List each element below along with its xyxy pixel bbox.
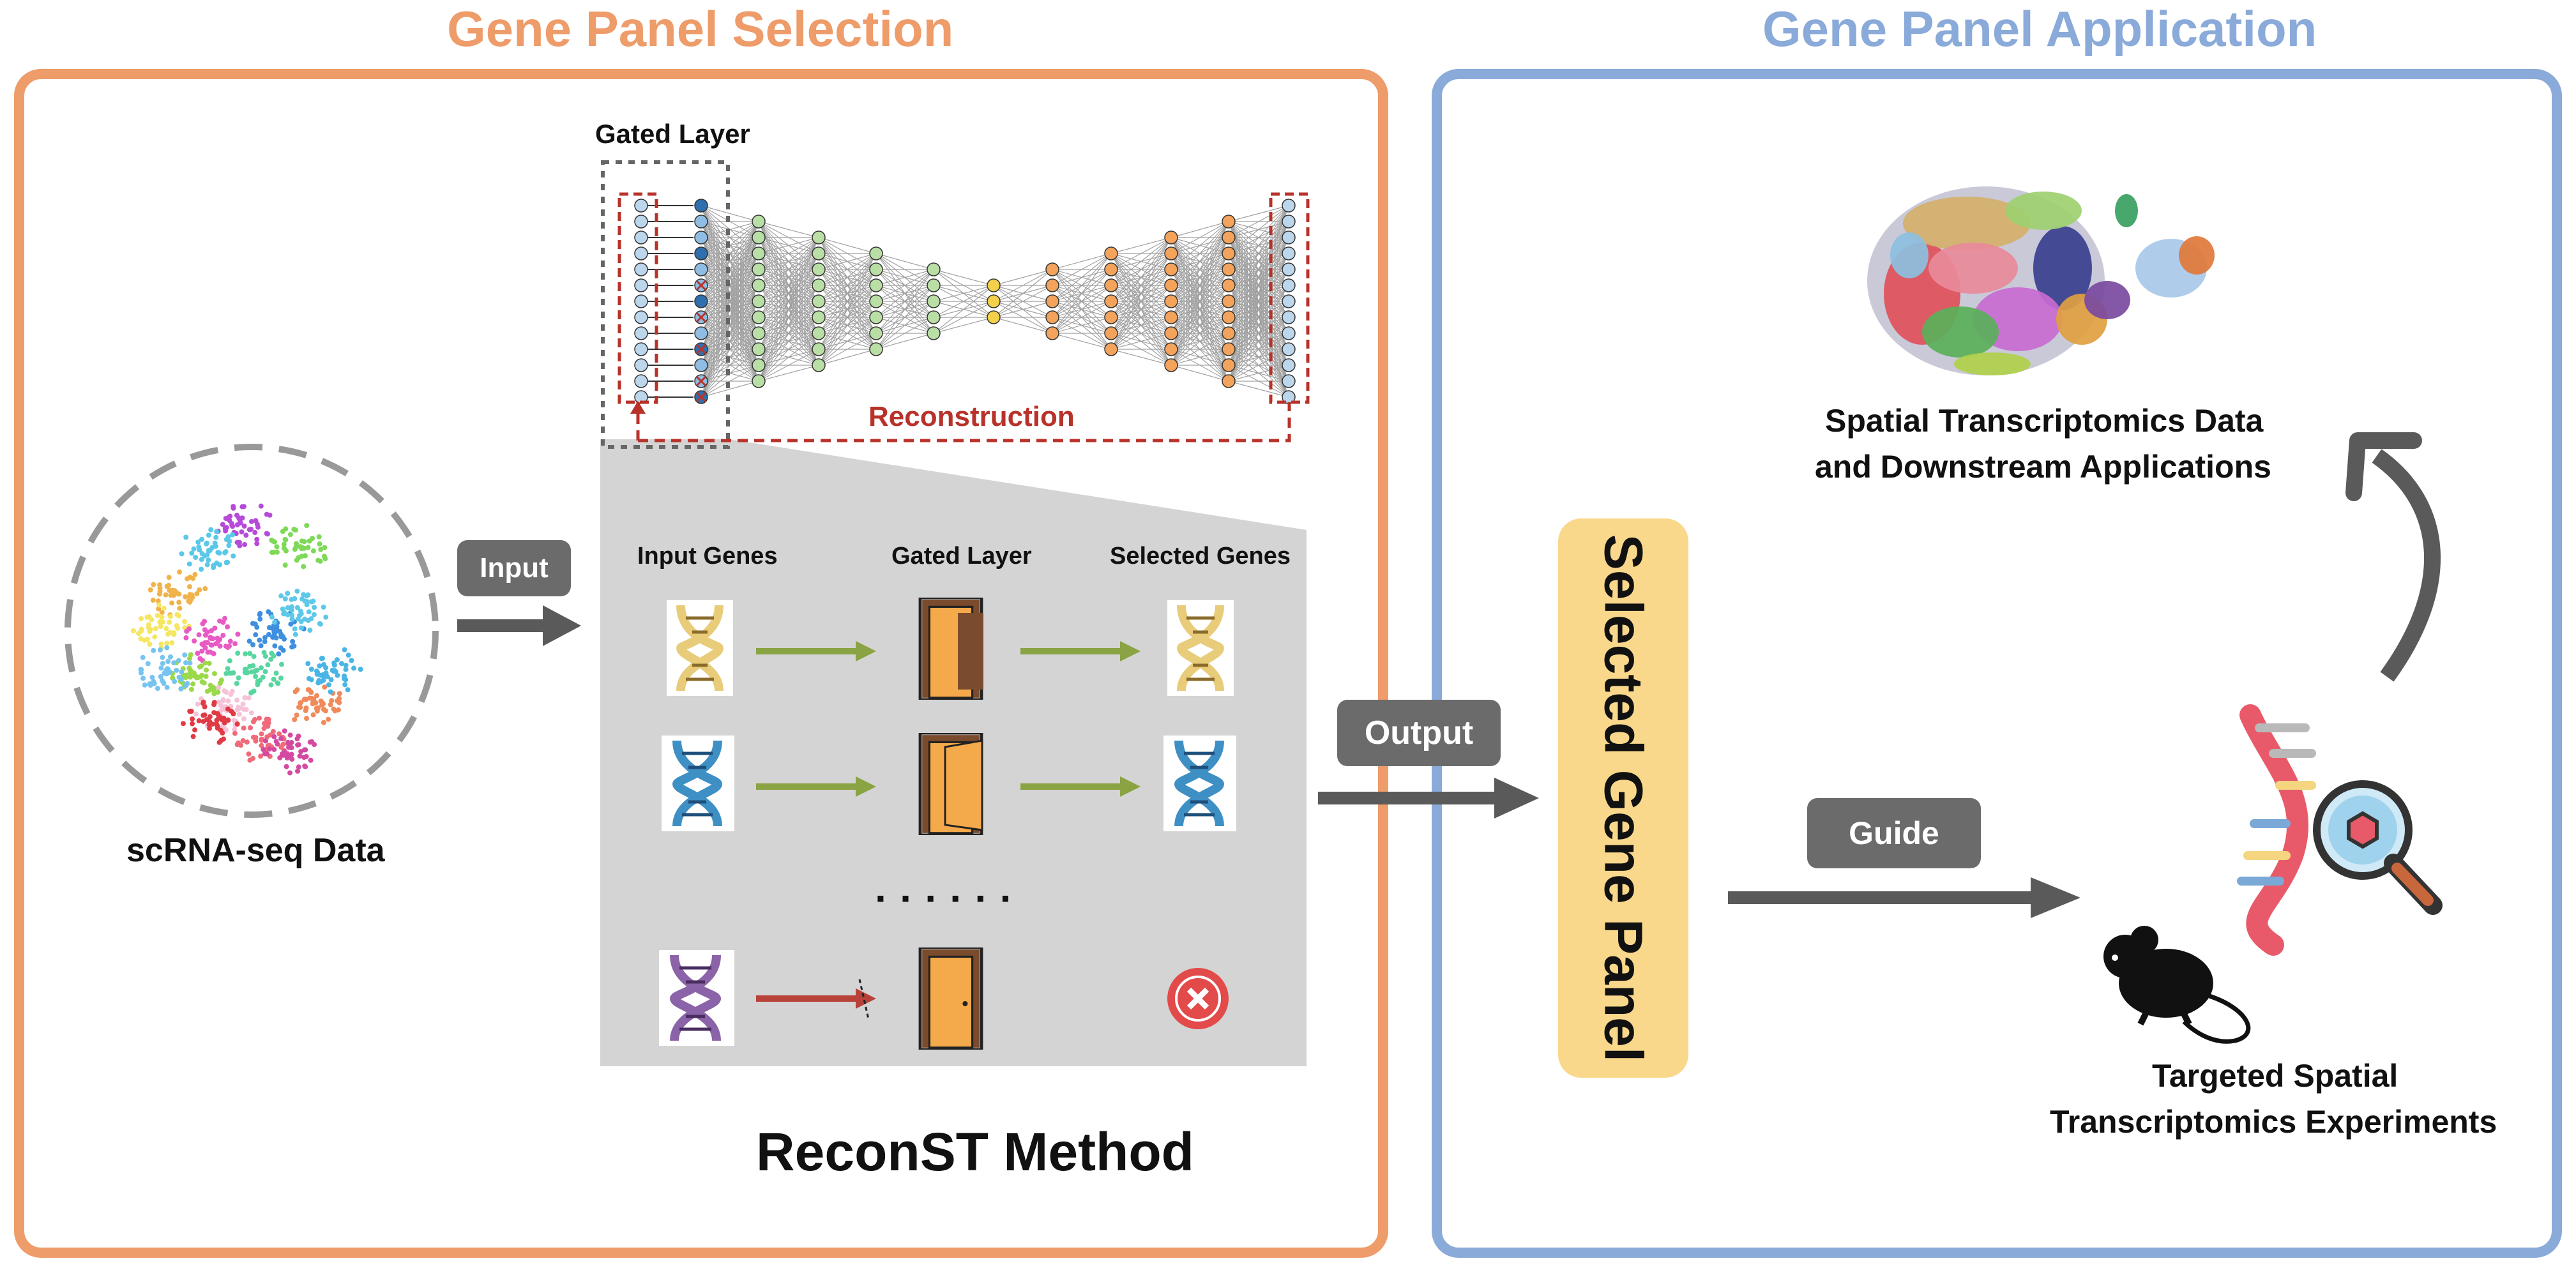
gene-panel-selection-title: Gene Panel Selection xyxy=(447,1,954,57)
dna-icon xyxy=(662,736,734,831)
gene-panel-application-title: Gene Panel Application xyxy=(1762,1,2317,57)
reconstruction-label: Reconstruction xyxy=(868,401,1075,432)
col-gated-layer: Gated Layer xyxy=(891,543,1032,570)
dna-icon xyxy=(1167,600,1234,696)
gated-layer-top-label: Gated Layer xyxy=(595,119,750,149)
method-title: ReconST Method xyxy=(756,1122,1194,1182)
input-button: Input xyxy=(457,540,571,596)
spatial-data-line1: Spatial Transcriptomics Data xyxy=(1825,403,2264,439)
targeted-line2: Transcriptomics Experiments xyxy=(2050,1104,2497,1140)
dna-icon xyxy=(659,950,734,1046)
ellipsis: · · · · · · xyxy=(875,875,1013,921)
targeted-line1: Targeted Spatial xyxy=(2152,1058,2398,1094)
col-input-genes: Input Genes xyxy=(637,543,778,570)
selected-gene-panel: Selected Gene Panel xyxy=(1558,518,1688,1078)
output-button: Output xyxy=(1337,700,1501,766)
reject-icon xyxy=(1167,968,1229,1029)
scrna-seq-label: scRNA-seq Data xyxy=(126,832,385,869)
dna-icon xyxy=(667,600,733,696)
spatial-data-line2: and Downstream Applications xyxy=(1815,449,2271,485)
col-selected-genes: Selected Genes xyxy=(1110,543,1291,570)
dna-icon xyxy=(1163,736,1236,831)
guide-button: Guide xyxy=(1807,798,1981,868)
